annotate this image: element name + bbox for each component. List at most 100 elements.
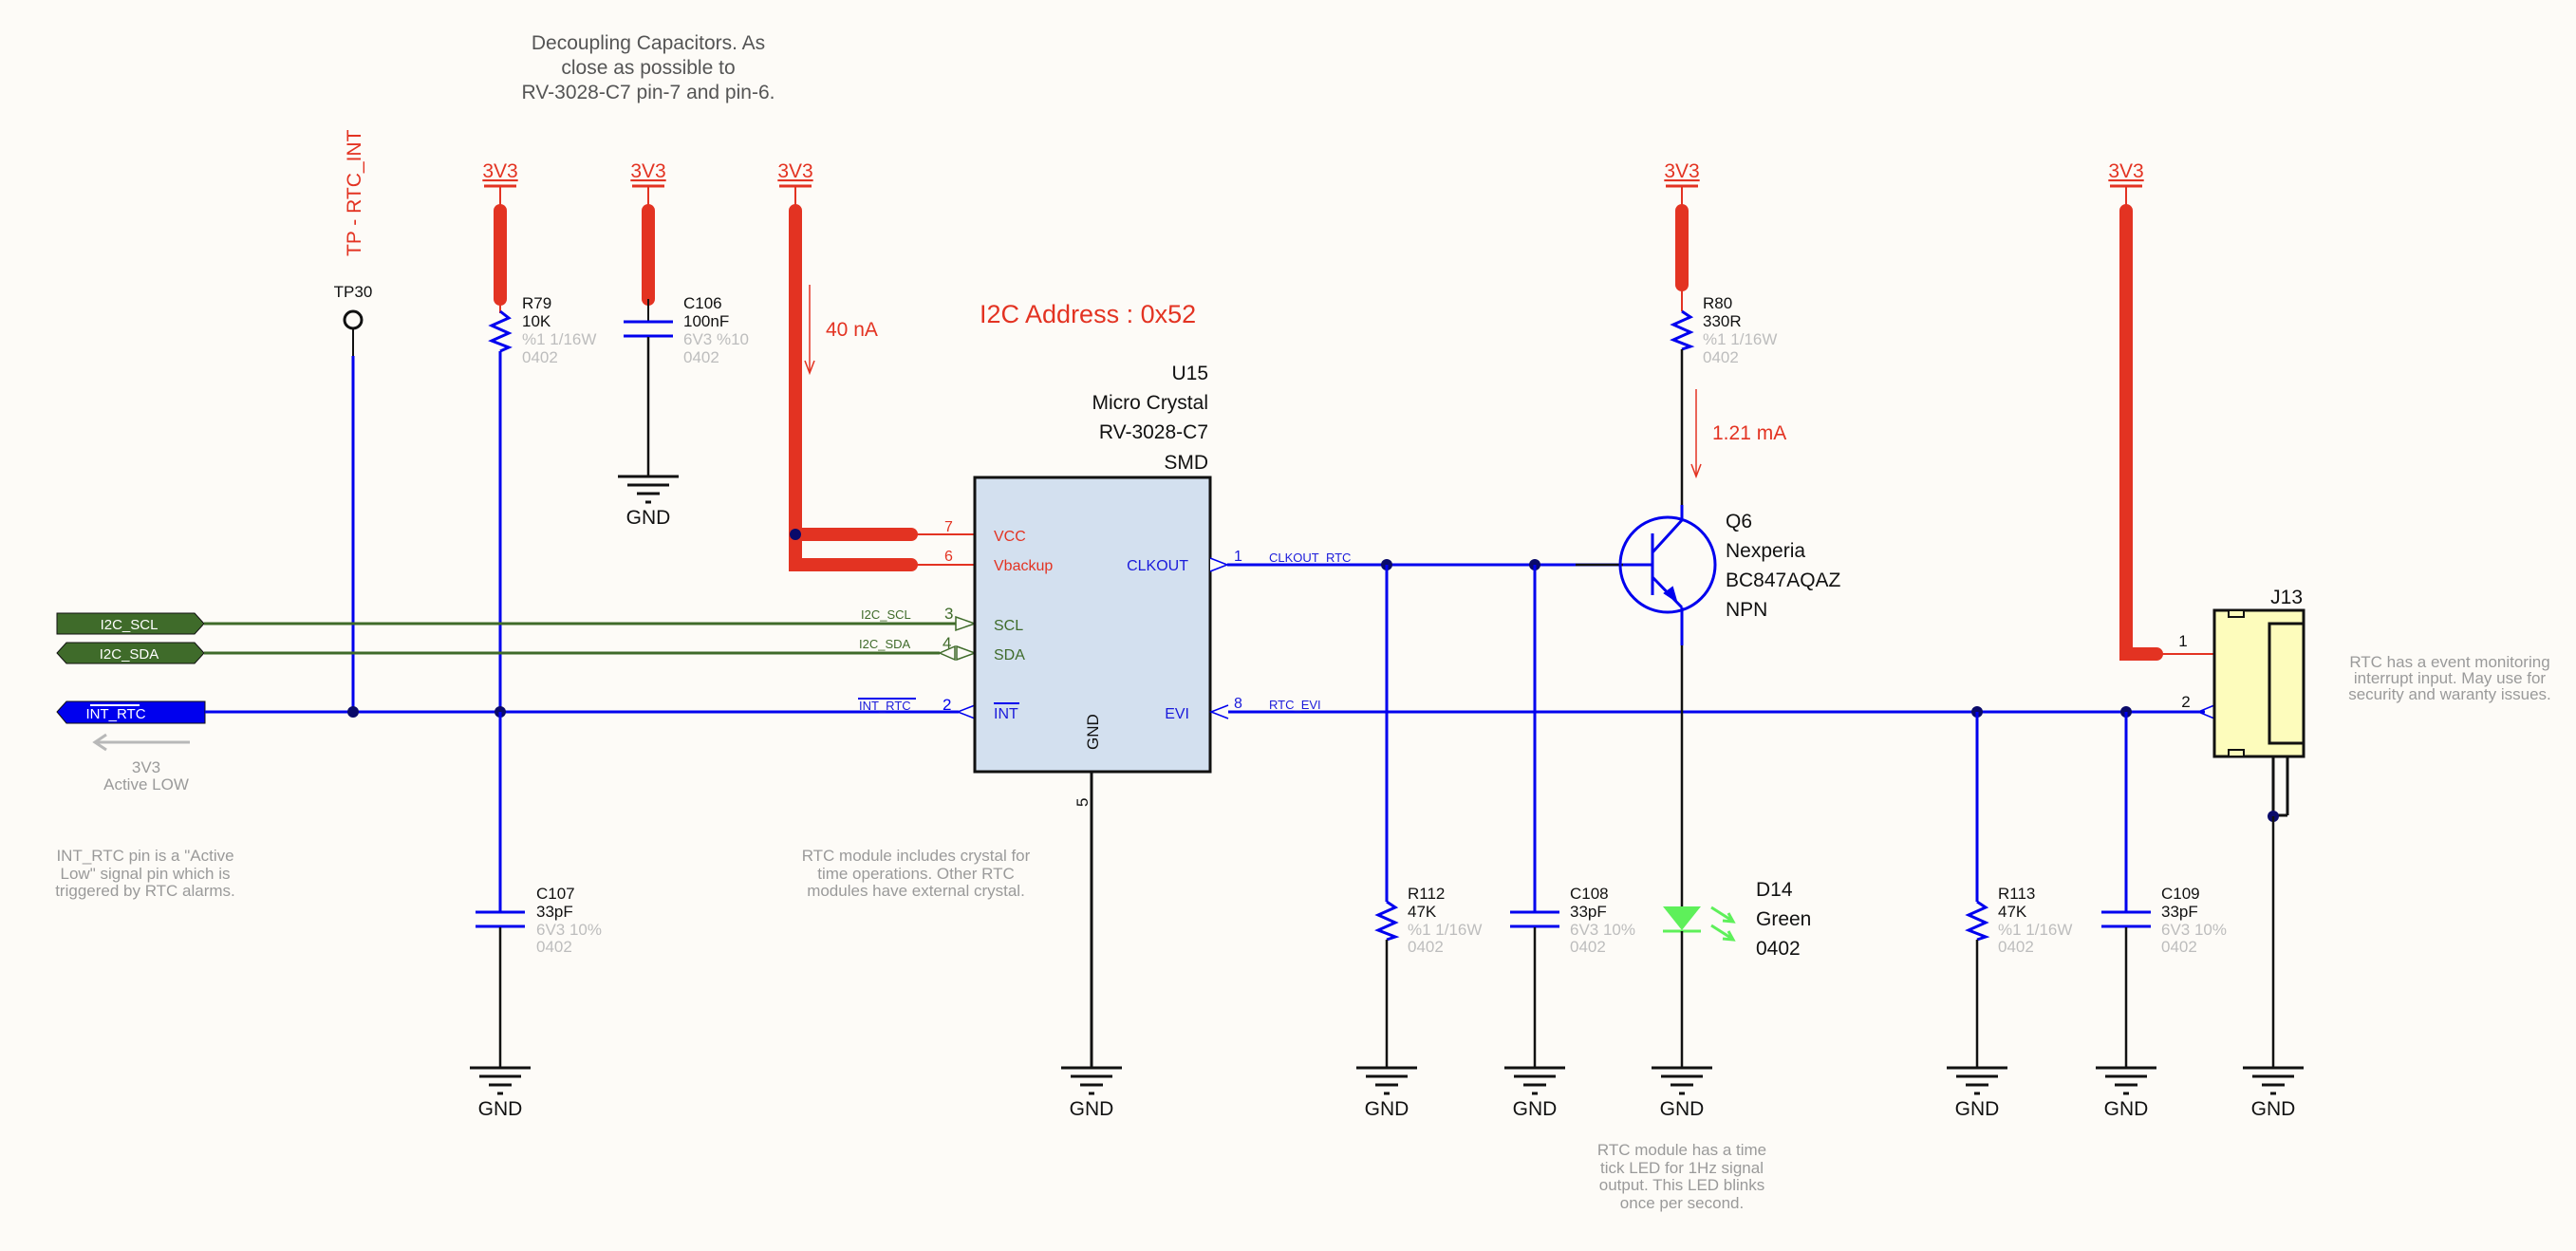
gnd-label: GND — [626, 507, 671, 529]
wire-clkout-rtc: 1 CLKOUT_RTC — [1209, 549, 1623, 572]
note-line: Active LOW — [103, 775, 189, 794]
capacitor-c109[interactable]: C109 33pF 6V3 10% 0402 — [2101, 712, 2227, 1067]
r79-package: 0402 — [522, 348, 558, 366]
note-line: RTC module has a time — [1597, 1141, 1766, 1159]
port-int-rtc[interactable]: INT_RTC — [56, 700, 206, 724]
ground-d14: GND — [1652, 1066, 1712, 1120]
pin-number: 5 — [1073, 798, 1092, 807]
r80-ref: R80 — [1703, 294, 1732, 312]
note-line: interrupt input. May use for — [2354, 669, 2547, 687]
note-int-rtc: INT_RTC pin is a "Active Low" signal pin… — [55, 847, 235, 900]
ic-u15[interactable]: U15 Micro Crystal RV-3028-C7 SMD VCC Vba… — [944, 363, 1212, 774]
ground-c108: GND — [1504, 1066, 1565, 1120]
pin-name-vcc: VCC — [994, 529, 1026, 545]
led-note: RTC module has a time tick LED for 1Hz s… — [1597, 1141, 1766, 1212]
note-line: modules have external crystal. — [807, 882, 1025, 900]
power-label: 3V3 — [2108, 160, 2143, 182]
power-3v3-j13: 3V3 1 — [2108, 160, 2214, 661]
capacitor-c106[interactable]: C106 100nF 6V3 %10 0402 — [624, 294, 749, 476]
u15-package: SMD — [1164, 452, 1208, 474]
ground-c106: GND — [618, 475, 679, 529]
c108-ref: C108 — [1570, 885, 1609, 903]
net-label-int: INT_RTC — [859, 699, 911, 713]
q6-part: BC847AQAZ — [1726, 569, 1841, 591]
pin-name-int: INT — [994, 706, 1018, 722]
c107-value: 33pF — [536, 903, 573, 921]
net-label-scl: I2C_SCL — [861, 607, 911, 622]
gnd-label: GND — [1660, 1098, 1705, 1120]
c106-value: 100nF — [683, 312, 729, 330]
ground-u15: GND — [1061, 1066, 1122, 1120]
port-i2c-scl[interactable]: I2C_SCL — [56, 612, 205, 635]
c108-value: 33pF — [1570, 903, 1607, 921]
gnd-label: GND — [1513, 1098, 1558, 1120]
port-label: I2C_SDA — [100, 646, 159, 663]
r112-value: 47K — [1408, 903, 1437, 921]
c106-package: 0402 — [683, 348, 719, 366]
wire-rtc-evi: 8 RTC_EVI 2 — [1208, 693, 2215, 719]
led-d14[interactable]: D14 Green 0402 — [1663, 645, 1811, 1067]
gnd-label: GND — [1365, 1098, 1409, 1120]
capacitor-c108[interactable]: C108 33pF 6V3 10% 0402 — [1510, 565, 1635, 1067]
current-annotation-vcc: 40 nA — [826, 319, 878, 341]
active-low-note: 3V3 Active LOW — [92, 733, 190, 794]
transistor-q6[interactable]: Q6 Nexperia BC847AQAZ NPN — [1618, 505, 1841, 645]
resistor-r80[interactable]: R80 330R %1 1/16W 0402 1.21 mA — [1670, 294, 1786, 505]
current-annotation-led: 1.21 mA — [1712, 422, 1786, 444]
power-3v3-u15: 3V3 40 nA — [777, 160, 975, 571]
r79-ref: R79 — [522, 294, 551, 312]
c108-spec: 6V3 10% — [1570, 921, 1635, 939]
r80-spec: %1 1/16W — [1703, 330, 1777, 348]
resistor-r112[interactable]: R112 47K %1 1/16W 0402 — [1374, 565, 1482, 1067]
wire-i2c-scl: I2C_SCL 3 — [204, 605, 978, 632]
u15-gnd-wire: 5 — [1073, 772, 1093, 1067]
power-3v3-c106: 3V3 — [630, 160, 666, 306]
port-label: INT_RTC — [85, 706, 145, 722]
q6-ref: Q6 — [1726, 511, 1752, 532]
pin-name-gnd: GND — [1084, 714, 1102, 750]
r112-ref: R112 — [1408, 885, 1445, 903]
capacitor-c107[interactable]: C107 33pF 6V3 10% 0402 — [476, 712, 602, 1067]
gnd-label: GND — [1070, 1098, 1114, 1120]
note-line: tick LED for 1Hz signal — [1600, 1159, 1764, 1177]
note-line: RV-3028-C7 pin-7 and pin-6. — [522, 82, 775, 103]
ground-r113: GND — [1947, 1066, 2007, 1120]
pin-number: 6 — [944, 549, 953, 565]
tp30-ref: TP30 — [334, 283, 373, 301]
crystal-note: RTC module includes crystal for time ope… — [802, 847, 1031, 900]
port-i2c-sda[interactable]: I2C_SDA — [56, 642, 205, 664]
j13-ref: J13 — [2270, 587, 2303, 608]
pin-number: 1 — [1234, 549, 1242, 565]
u15-part: RV-3028-C7 — [1099, 421, 1208, 443]
c108-package: 0402 — [1570, 938, 1606, 956]
note-line: 3V3 — [132, 758, 160, 776]
note-line: RTC module includes crystal for — [802, 847, 1031, 865]
port-label: I2C_SCL — [101, 617, 159, 633]
r113-spec: %1 1/16W — [1998, 921, 2072, 939]
q6-type: NPN — [1726, 599, 1767, 621]
testpoint-tp30[interactable]: TP30 — [334, 283, 373, 712]
evi-note: RTC has a event monitoring interrupt inp… — [2348, 653, 2551, 703]
connector-j13[interactable]: J13 — [2212, 587, 2305, 1067]
pin-number: 4 — [943, 634, 951, 652]
resistor-r113[interactable]: R113 47K %1 1/16W 0402 — [1965, 712, 2072, 1067]
pin-number: 3 — [944, 605, 953, 623]
pin-name-scl: SCL — [994, 618, 1023, 634]
j13-pin2-number: 2 — [2181, 693, 2190, 711]
r80-package: 0402 — [1703, 348, 1739, 366]
ground-c107: GND — [470, 1066, 531, 1120]
c109-package: 0402 — [2161, 938, 2197, 956]
note-line: triggered by RTC alarms. — [55, 882, 235, 900]
d14-package: 0402 — [1756, 938, 1801, 960]
q6-manufacturer: Nexperia — [1726, 540, 1805, 562]
ground-c109: GND — [2096, 1066, 2156, 1120]
r79-value: 10K — [522, 312, 551, 330]
resistor-r79[interactable]: R79 10K %1 1/16W 0402 — [488, 294, 596, 712]
pin-name-evi: EVI — [1165, 706, 1189, 722]
note-decoupling: Decoupling Capacitors. As close as possi… — [522, 32, 775, 103]
c109-spec: 6V3 10% — [2161, 921, 2227, 939]
net-label-sda: I2C_SDA — [859, 637, 911, 651]
power-label: 3V3 — [630, 160, 665, 182]
u15-manufacturer: Micro Crystal — [1092, 392, 1208, 414]
